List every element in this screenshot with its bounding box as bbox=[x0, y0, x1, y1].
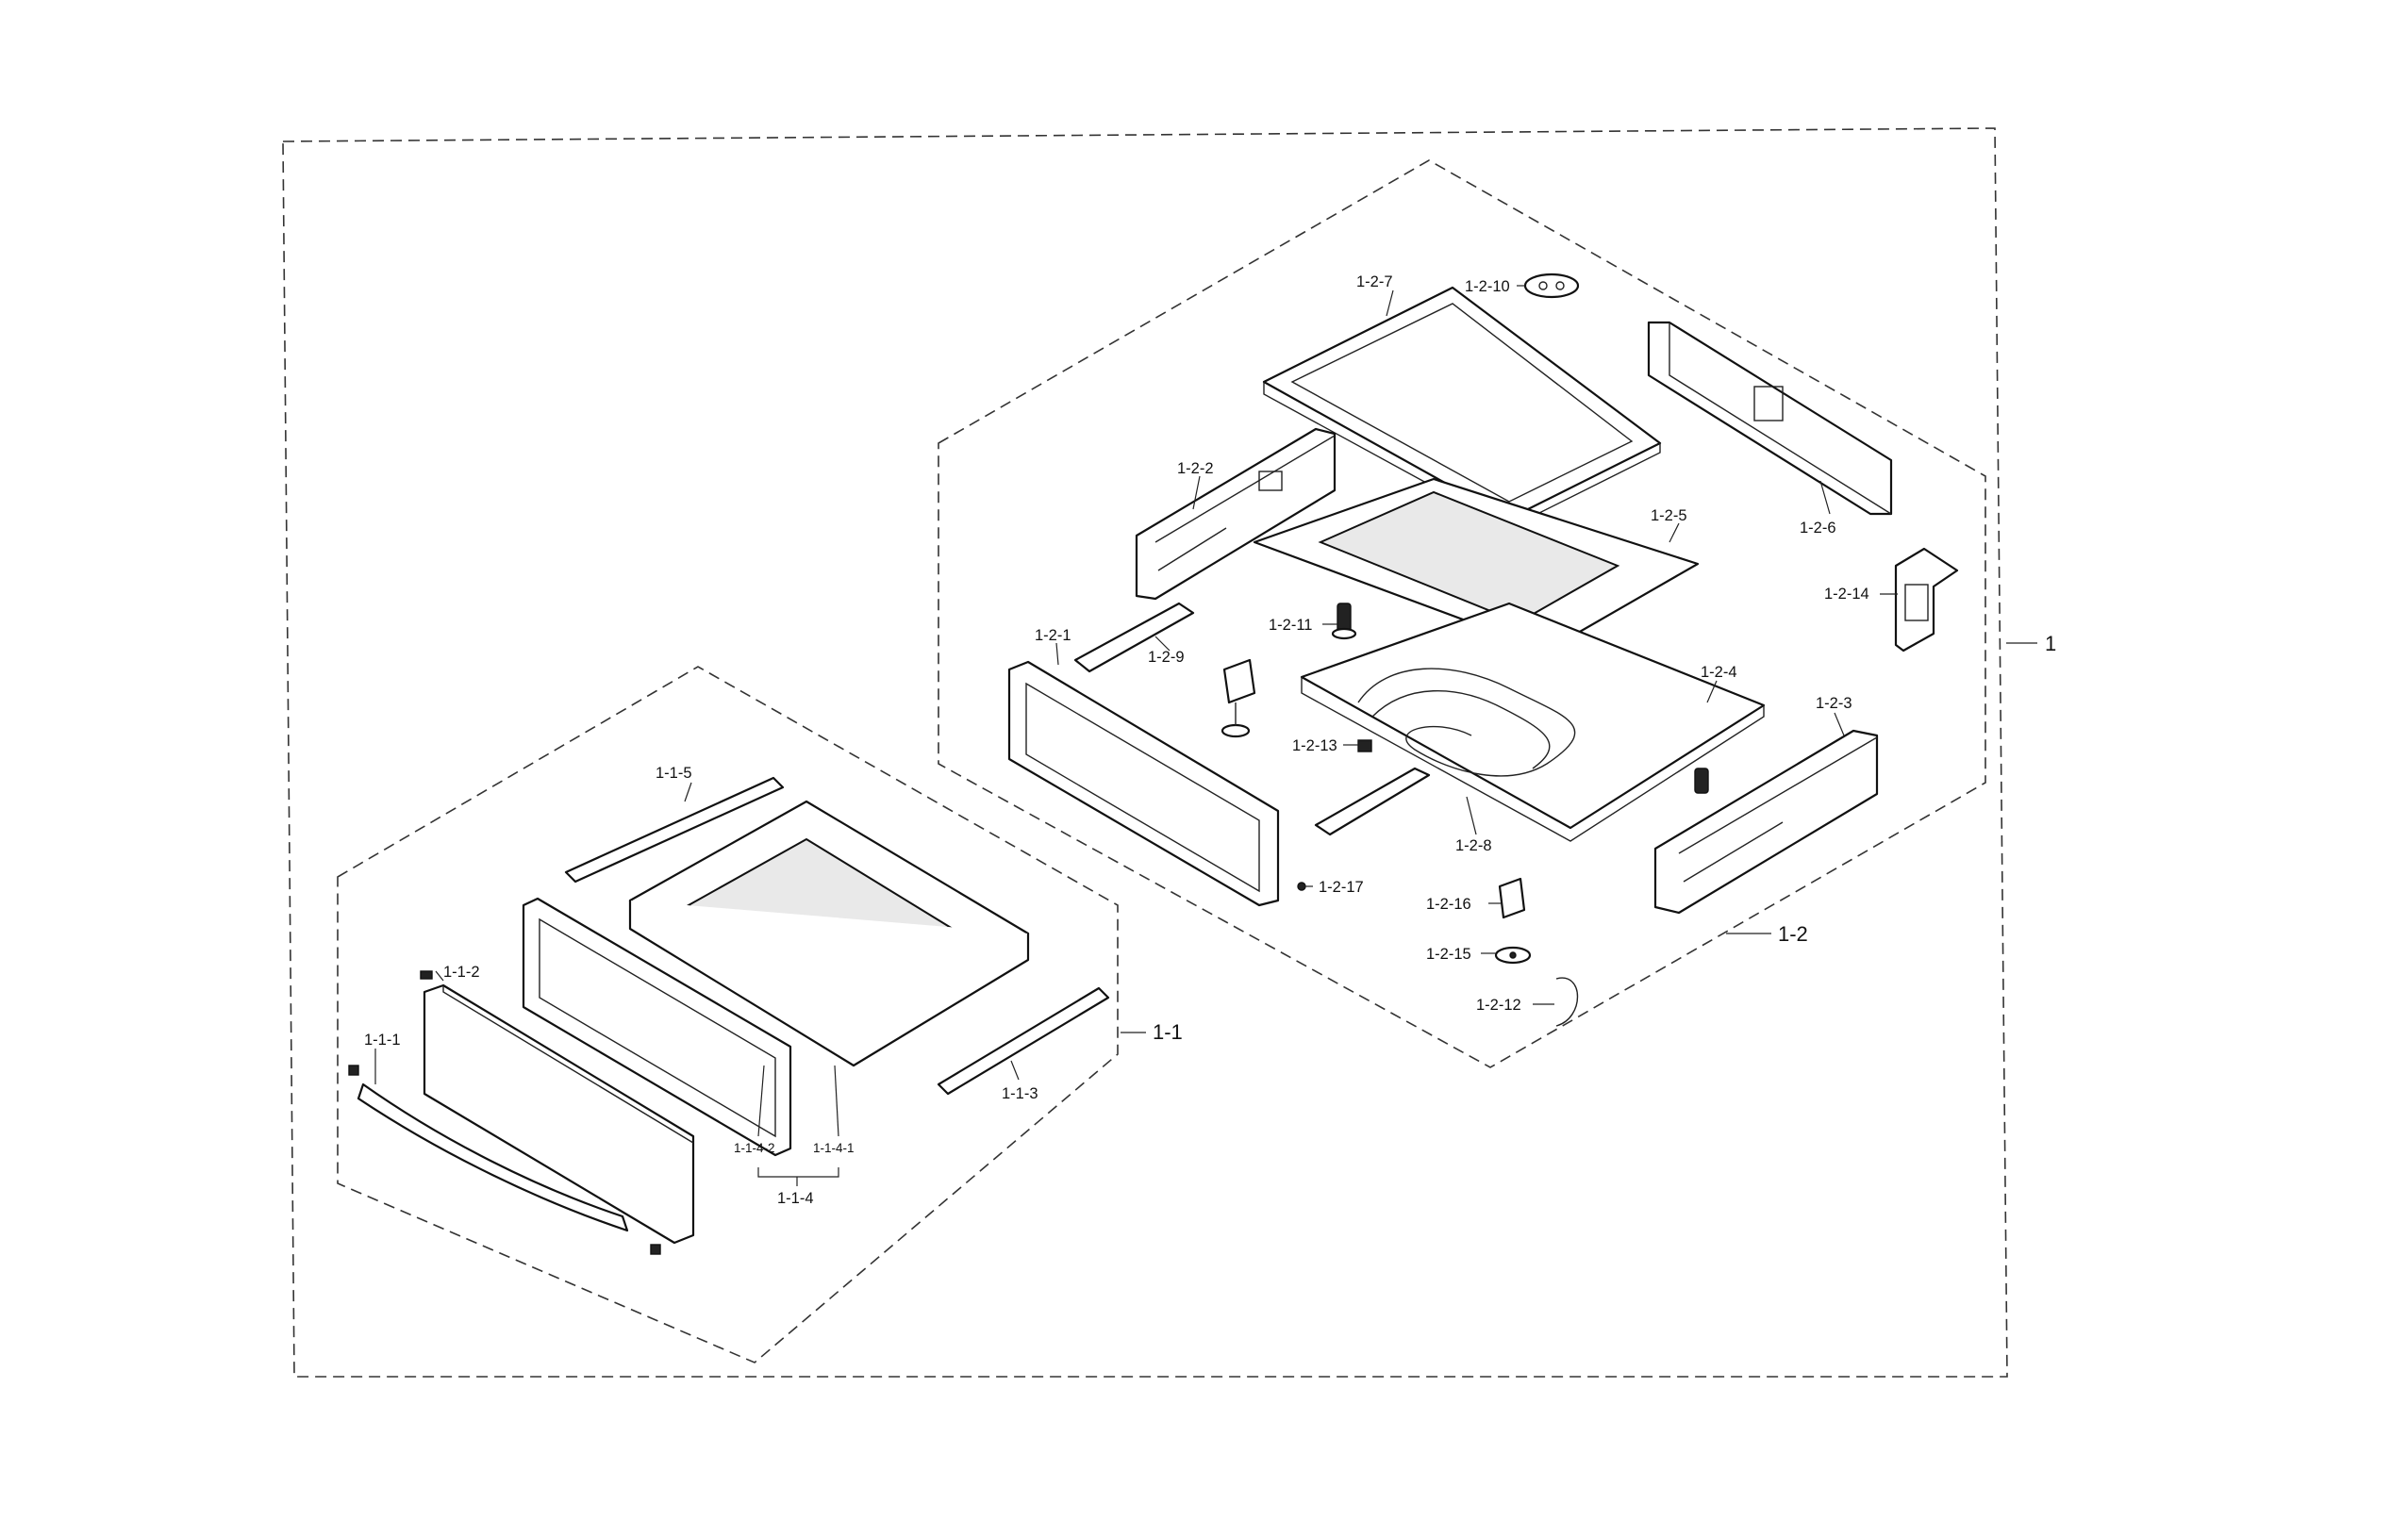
assembly-1-2-boundary bbox=[938, 159, 1986, 1068]
leader-lines bbox=[374, 285, 2037, 1186]
part-1-2-3-side-panel bbox=[1653, 729, 1879, 915]
part-1-2-6-rear-panel bbox=[1647, 321, 1893, 516]
label-1-2-8: 1-2-8 bbox=[1455, 837, 1492, 854]
part-1-2-8-heating-element bbox=[1357, 668, 1576, 777]
label-1-2-3: 1-2-3 bbox=[1816, 695, 1852, 712]
label-1-2-6: 1-2-6 bbox=[1800, 520, 1836, 537]
label-assembly-1-1: 1-1 bbox=[1153, 1020, 1183, 1044]
part-1-2-12-wire bbox=[1555, 977, 1579, 1027]
part-1-1-2-drawer-front bbox=[423, 983, 695, 1245]
part-1-2-4-base bbox=[1300, 602, 1766, 842]
label-1-2-5: 1-2-5 bbox=[1651, 507, 1687, 524]
assembly-1-1-boundary bbox=[337, 666, 1119, 1363]
part-1-2-11-motor bbox=[1331, 603, 1357, 640]
label-assembly-1-2: 1-2 bbox=[1778, 922, 1808, 946]
part-1-2-14-bracket bbox=[1894, 547, 1959, 653]
label-1-2-10: 1-2-10 bbox=[1465, 278, 1510, 295]
label-1-2-11: 1-2-11 bbox=[1269, 617, 1312, 634]
label-1-2-13: 1-2-13 bbox=[1292, 737, 1337, 754]
label-1-1-4: 1-1-4 bbox=[777, 1190, 814, 1207]
part-1-2-16-motor-left bbox=[1221, 658, 1256, 738]
part-1-2-16-motor bbox=[1498, 877, 1526, 919]
label-1-2-12: 1-2-12 bbox=[1476, 997, 1521, 1014]
part-1-2-7-frame bbox=[1262, 286, 1662, 529]
part-1-1-1-handle bbox=[357, 1082, 629, 1232]
part-1-1-4-inner-frame bbox=[522, 897, 792, 1157]
part-1-1-clips bbox=[348, 970, 661, 1255]
label-1-2-4: 1-2-4 bbox=[1701, 664, 1737, 681]
part-1-1-5-rail bbox=[564, 776, 785, 884]
label-1-1-3: 1-1-3 bbox=[1002, 1085, 1038, 1102]
label-1-2-17: 1-2-17 bbox=[1319, 879, 1364, 896]
label-1-2-14: 1-2-14 bbox=[1824, 586, 1869, 603]
part-1-2-17-screw bbox=[1297, 882, 1306, 891]
part-1-2-lower-rail bbox=[1314, 767, 1431, 836]
part-1-2-10-gasket bbox=[1523, 273, 1580, 299]
part-drawer-tub bbox=[628, 800, 1030, 1067]
part-1-2-3-motor bbox=[1694, 768, 1709, 794]
label-1-1-5: 1-1-5 bbox=[656, 765, 692, 782]
part-1-2-15-fan bbox=[1494, 946, 1532, 965]
label-1-1-1: 1-1-1 bbox=[364, 1032, 401, 1049]
part-1-2-9-rail bbox=[1073, 602, 1195, 673]
label-assembly-1: 1 bbox=[2045, 632, 2056, 655]
assembly-1-boundary bbox=[282, 127, 2008, 1378]
part-1-2-1-front-frame bbox=[1007, 660, 1280, 907]
part-1-2-13-clip bbox=[1357, 739, 1372, 752]
label-1-2-16: 1-2-16 bbox=[1426, 896, 1471, 913]
label-1-2-9: 1-2-9 bbox=[1148, 649, 1185, 666]
label-1-2-1: 1-2-1 bbox=[1035, 627, 1071, 644]
label-1-1-4-1: 1-1-4-1 bbox=[813, 1141, 855, 1155]
label-1-1-2: 1-1-2 bbox=[443, 964, 480, 981]
label-1-2-15: 1-2-15 bbox=[1426, 946, 1471, 963]
part-1-1-3-rail bbox=[937, 986, 1110, 1096]
part-1-2-2-side-panel bbox=[1135, 427, 1337, 601]
label-1-2-7: 1-2-7 bbox=[1356, 273, 1393, 290]
part-1-2-5-inner-panel bbox=[1253, 477, 1700, 653]
label-1-1-4-2: 1-1-4-2 bbox=[734, 1141, 775, 1155]
label-1-2-2: 1-2-2 bbox=[1177, 460, 1214, 477]
